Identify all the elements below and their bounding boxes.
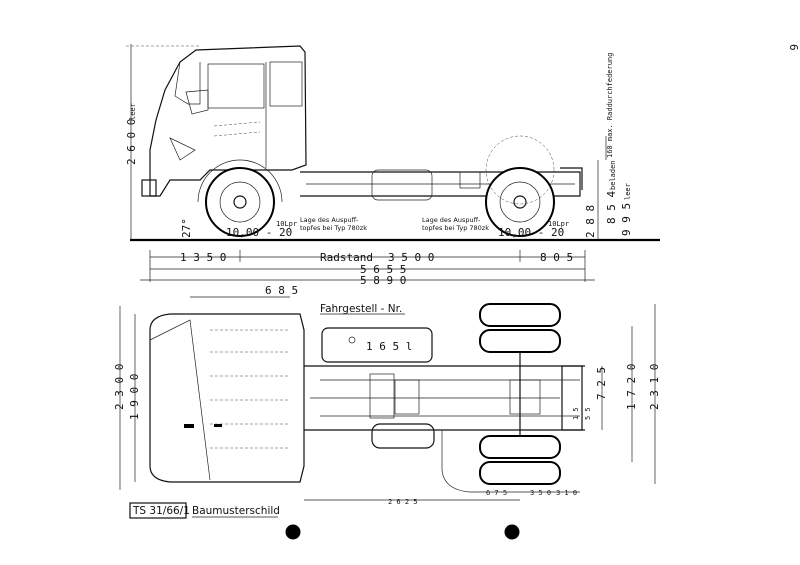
chassis-frame: [300, 171, 581, 197]
frame-height-dim: 2 8 8: [584, 205, 597, 238]
rear-tire-left-outer: [479, 303, 561, 327]
binder-hole-left: [285, 524, 301, 540]
rear-tire-right-inner: [479, 435, 561, 459]
front-bumper: [141, 179, 157, 197]
dist-c-dim: 3 1 0: [556, 489, 577, 497]
tank-volume: 1 6 5 l: [366, 340, 412, 353]
chassis-no-marker: [184, 424, 194, 428]
cab-outline: [149, 45, 307, 197]
rear-crossmember-plan: [561, 365, 583, 431]
height-cab-suffix: leer: [129, 103, 137, 120]
overall-length-2: 5 8 9 0: [360, 274, 406, 287]
gearbox: [394, 379, 420, 415]
front-wheel: [205, 167, 275, 237]
width-cab-dim: 1 9 0 0: [128, 374, 141, 420]
exhaust-pipe: [441, 430, 471, 493]
page-number: 6: [787, 44, 800, 51]
rear-window: [269, 61, 303, 107]
rear-crossmember: [560, 167, 583, 190]
exhaust-note-1: Lage des Auspuff- topfes bei Typ 780zk: [300, 216, 367, 232]
dist-a-dim: 6 7 5: [486, 489, 507, 497]
height-empty-dim: 9 9 5: [620, 203, 633, 236]
exhaust-muffler: [371, 169, 433, 201]
rear-tire-right-outer: [479, 461, 561, 485]
cab-detail: [169, 137, 196, 161]
front-overhang-dim: 1 3 5 0: [180, 251, 226, 264]
dist-b-dim: 3 5 0: [530, 489, 551, 497]
width-overall-dim: 2 3 0 0: [113, 364, 126, 410]
windscreen: [174, 61, 201, 105]
small-dim-1: 5 5: [584, 407, 592, 420]
front-tire-label: 10,00 - 20: [226, 226, 292, 239]
model-code: TS 31/66/1: [132, 505, 190, 517]
cab-roof-curve: [149, 319, 211, 481]
wheelbase-dim: 3 5 0 0: [388, 251, 434, 264]
exhaust-note-2-line-1: Lage des Auspuff-: [422, 216, 481, 224]
height-laden-dim: 8 5 4: [605, 191, 618, 224]
wheelbase-label: Radstand: [320, 251, 373, 264]
differential: [509, 379, 541, 415]
marker-2: [214, 424, 222, 427]
height-cab-dim: 2 6 0 0: [125, 119, 138, 165]
rear-tire-suffix: 10Lpr: [548, 220, 569, 228]
exhaust-note-1-line-2: topfes bei Typ 780zk: [300, 224, 367, 232]
model-code-box: [129, 502, 187, 519]
exhaust-note-2-line-2: topfes bei Typ 780zk: [422, 224, 489, 232]
front-wheel-arch: [197, 159, 283, 203]
door-window: [207, 63, 265, 109]
side-view: 10,00 - 20 10Lpr 10,00 - 20 10Lpr Lage d…: [125, 44, 660, 287]
frame-bracket: [459, 171, 481, 189]
fuel-tank: [321, 327, 433, 363]
chassis-no-label: Fahrgestell - Nr.: [320, 303, 402, 315]
approach-angle: 27°: [180, 218, 193, 238]
overall-length-1: 5 6 5 5: [360, 263, 406, 276]
track-rear-outer-dim: 2 3 1 0: [648, 364, 661, 410]
height-empty-suffix: leer: [624, 183, 632, 200]
exhaust-note-2: Lage des Auspuff- topfes bei Typ 780zk: [422, 216, 489, 232]
rear-wheel: [485, 167, 555, 237]
cab-plan: [149, 313, 305, 483]
cab-hatch: [213, 121, 261, 127]
rear-tire-label: 10,00 - 20: [498, 226, 564, 239]
rear-overhang-dim: 8 0 5: [540, 251, 573, 264]
height-laden-suffix: beladen: [609, 160, 617, 190]
rear-wheel-travel: [485, 135, 555, 205]
plan-view: 6 8 5 1 6 5 l Fa: [113, 284, 661, 506]
cab-length-dim: 6 8 5: [265, 284, 298, 297]
mirror-area: [185, 89, 209, 115]
plate-label: Baumusterschild: [192, 505, 280, 517]
binder-hole-right: [504, 524, 520, 540]
rear-tire-left-inner: [479, 329, 561, 353]
frame-width-dim: 7 2 5: [595, 367, 608, 400]
crossmember-1: [369, 373, 395, 419]
air-tank: [371, 423, 435, 449]
track-rear-dim: 1 7 2 0: [625, 364, 638, 410]
dist-tank-dim: 2 6 2 5: [388, 498, 418, 506]
front-tire-suffix: 10Lpr: [276, 220, 297, 228]
footer: TS 31/66/1 Baumusterschild: [129, 502, 520, 540]
wheel-travel-note: 160 max. Raddurchfederung: [606, 53, 614, 158]
exhaust-note-1-line-1: Lage des Auspuff-: [300, 216, 359, 224]
small-dim-2: 1 5: [572, 407, 580, 420]
